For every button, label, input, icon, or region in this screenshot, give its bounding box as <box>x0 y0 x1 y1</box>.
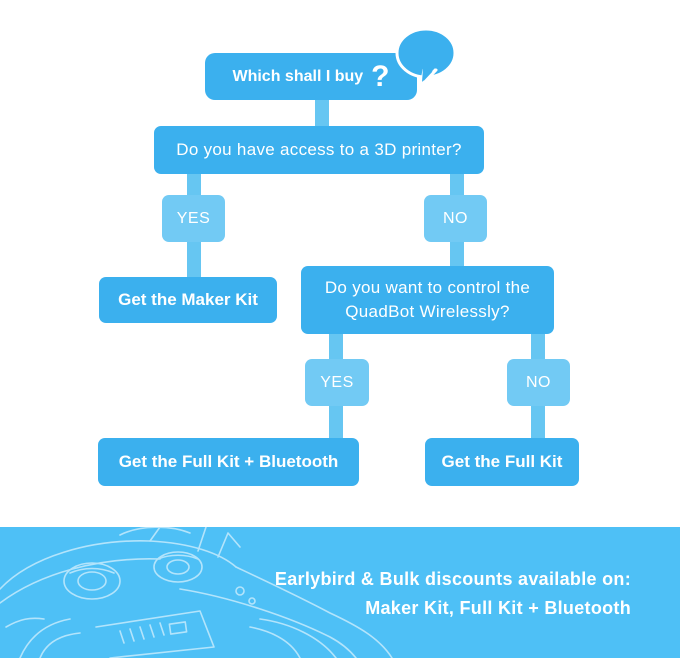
result-full-text: Get the Full Kit <box>441 452 563 471</box>
question-2-line1: Do you want to control the <box>324 278 531 297</box>
title-text: Which shall I buy <box>232 67 364 85</box>
question-2-line2: QuadBot Wirelessly? <box>345 302 510 321</box>
q2-yes-pill: YES <box>305 359 369 406</box>
q1-no-pill: NO <box>424 195 487 242</box>
result-maker-kit: Get the Maker Kit <box>99 277 277 323</box>
result-full-kit-bluetooth: Get the Full Kit + Bluetooth <box>98 438 359 486</box>
q2-no-pill: NO <box>507 359 570 406</box>
result-maker-text: Get the Maker Kit <box>118 290 258 309</box>
question-1-text: Do you have access to a 3D printer? <box>176 140 462 159</box>
result-full-kit: Get the Full Kit <box>425 438 579 486</box>
speech-bubble-icon <box>395 27 457 88</box>
banner-line-1: Earlybird & Bulk discounts available on: <box>274 569 631 589</box>
question-3d-printer: Do you have access to a 3D printer? <box>154 126 484 174</box>
result-full-bluetooth-text: Get the Full Kit + Bluetooth <box>118 452 339 471</box>
discount-banner: Earlybird & Bulk discounts available on:… <box>0 527 680 658</box>
title-box: Which shall I buy ? <box>205 53 417 100</box>
question-wireless: Do you want to control the QuadBot Wirel… <box>301 266 554 334</box>
q1-yes-pill: YES <box>162 195 225 242</box>
banner-line-2: Maker Kit, Full Kit + Bluetooth <box>365 598 631 618</box>
quadbot-robot-illustration <box>0 527 393 658</box>
question-mark-icon: ? <box>371 59 390 93</box>
connector-title-q1 <box>315 98 329 128</box>
banner-text: Earlybird & Bulk discounts available on:… <box>275 565 631 623</box>
